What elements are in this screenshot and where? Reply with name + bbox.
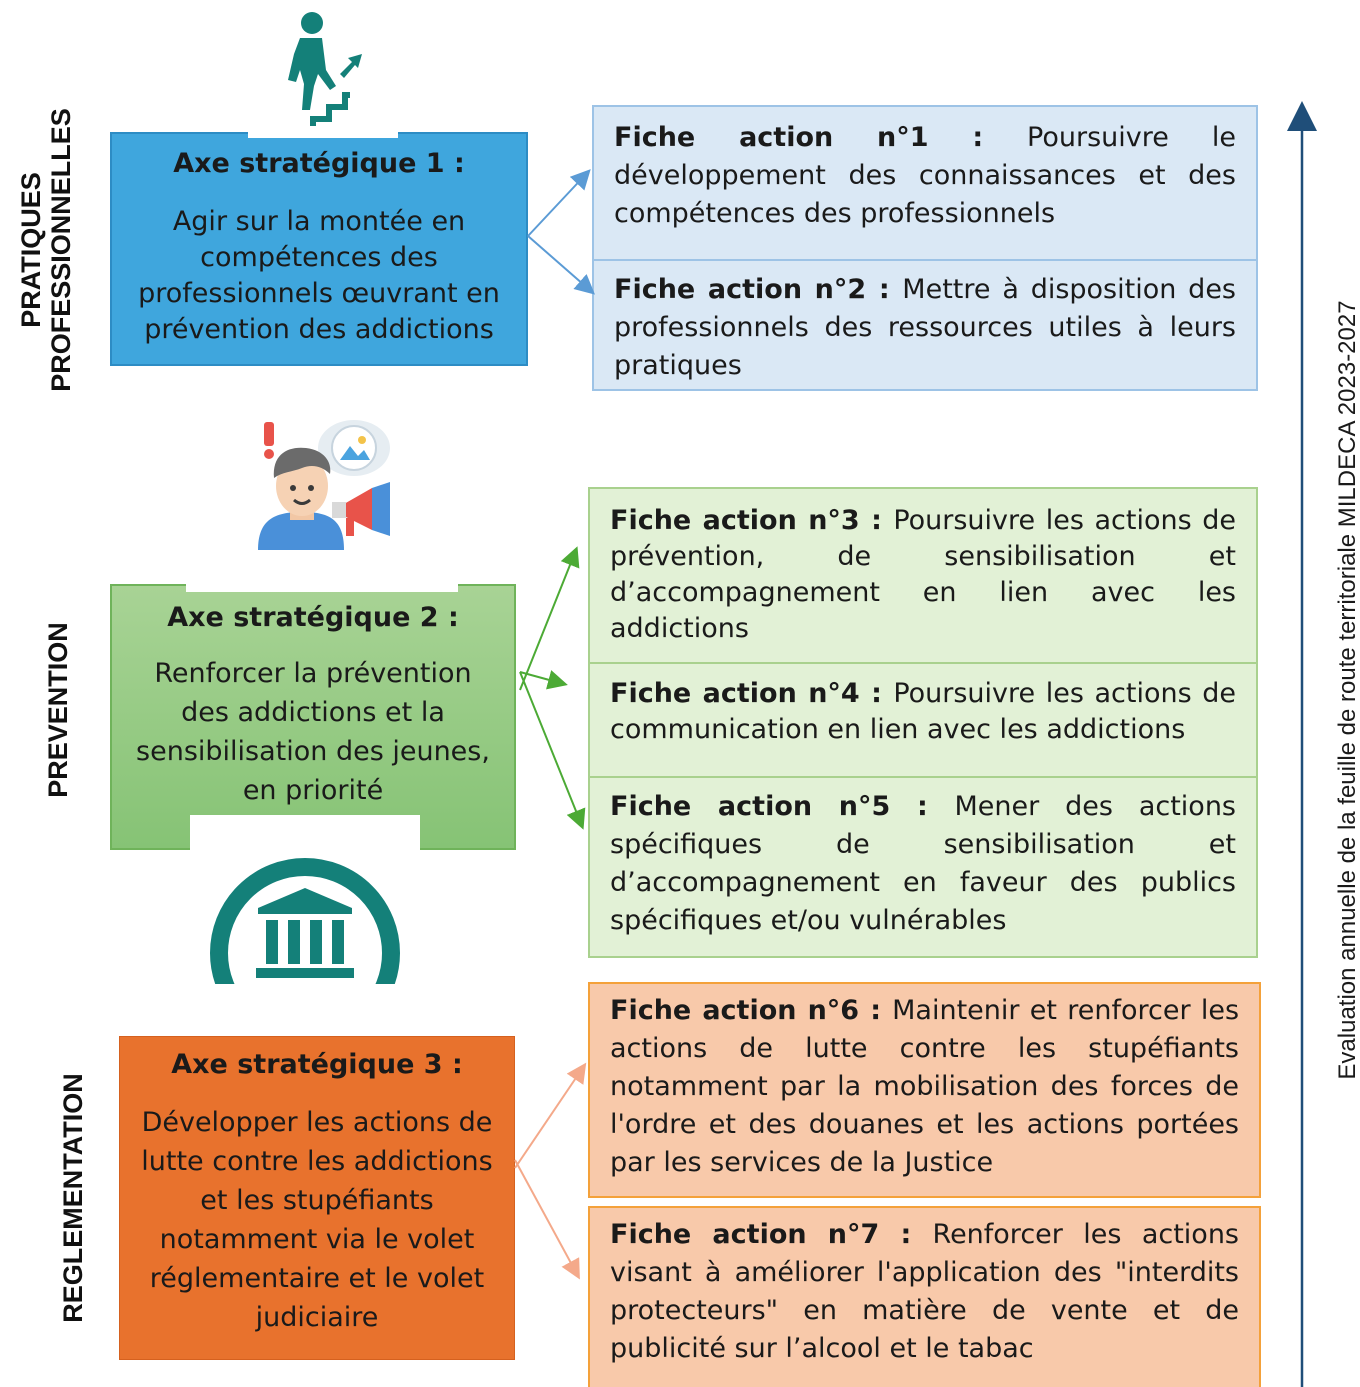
fiche-sep: : [879,1219,933,1250]
arrow-axe2-fiche3 [519,546,580,691]
fiche-text: Mener des actions spécifiques de sensibi… [610,791,1237,936]
axe-notch [190,815,420,855]
fiche-action-2: Fiche action n°2 : Mettre à disposition … [592,259,1258,391]
fiche-sep: : [890,791,955,822]
axe-text: Développer les actions de lutte contre l… [141,1107,493,1333]
fiche-label: Fiche action n°3 [610,505,860,536]
fiche-action-5: Fiche action n°5 : Mener des actions spé… [588,776,1258,958]
evaluation-label: Evaluation annuelle de la feuille de rou… [1333,280,1360,1100]
axe-text: Renforcer la prévention des addictions e… [136,658,490,806]
fiche-sep: : [859,995,893,1026]
arrow-axe1-fiche1 [527,169,591,237]
fiche-text: Poursuivre les actions de prévention, de… [610,505,1236,644]
fiche-sep: : [928,122,1028,153]
fiche-label: Fiche action n°4 [610,678,860,709]
fiche-text: Maintenir et renforcer les actions de lu… [610,995,1240,1178]
fiche-label: Fiche action n°6 [610,995,860,1026]
fiche-sep: : [866,274,903,305]
axe-notch [186,578,458,592]
axe-title: Axe stratégique 1 : [173,148,465,179]
arrow-axe1-fiche2 [527,235,596,295]
axe-strategique-1: Axe stratégique 1 : Agir sur la montée e… [110,132,528,366]
fiche-sep: : [859,678,894,709]
axe-title: Axe stratégique 2 : [167,602,459,633]
fiche-label: Fiche action n°5 [610,791,891,822]
axe-text: Agir sur la montée en compétences des pr… [138,206,500,345]
arrow-axe2-fiche5 [519,671,586,830]
prevention-speaker-icon [258,420,390,550]
fiche-action-7: Fiche action n°7 : Renforcer les actions… [588,1206,1261,1387]
fiche-action-4: Fiche action n°4 : Poursuivre les action… [588,662,1258,778]
fiche-text: Mettre à disposition des professionnels … [614,274,1236,381]
climbing-stairs-icon [278,12,362,132]
axe-strategique-2: Axe stratégique 2 : Renforcer la prévent… [110,584,516,850]
arrow-axe3-fiche6 [514,1062,587,1169]
fiche-action-6: Fiche action n°6 : Maintenir et renforce… [588,982,1261,1198]
fiche-text: Renforcer les actions visant à améliorer… [610,1219,1239,1364]
government-building-icon [200,848,410,984]
fiche-action-1: Fiche action n°1 : Poursuivre le dévelop… [592,105,1258,261]
fiche-sep: : [859,505,894,536]
fiche-label: Fiche action n°1 [614,122,929,153]
axe-strategique-3: Axe stratégique 3 : Développer les actio… [119,1036,515,1360]
fiche-text: Poursuivre les actions de communication … [610,678,1236,745]
fiche-label: Fiche action n°7 [610,1219,880,1250]
fiche-label: Fiche action n°2 [614,274,867,305]
fiche-text: Poursuivre le développement des connaiss… [614,122,1237,229]
fiche-action-3: Fiche action n°3 : Poursuivre les action… [588,487,1258,664]
axe-title: Axe stratégique 3 : [171,1049,463,1080]
axe-notch [248,126,398,138]
evaluation-text: Evaluation annuelle de la feuille de rou… [1334,300,1360,1080]
arrow-axe3-fiche7 [514,1159,580,1280]
arrow-axe2-fiche4 [519,670,568,690]
